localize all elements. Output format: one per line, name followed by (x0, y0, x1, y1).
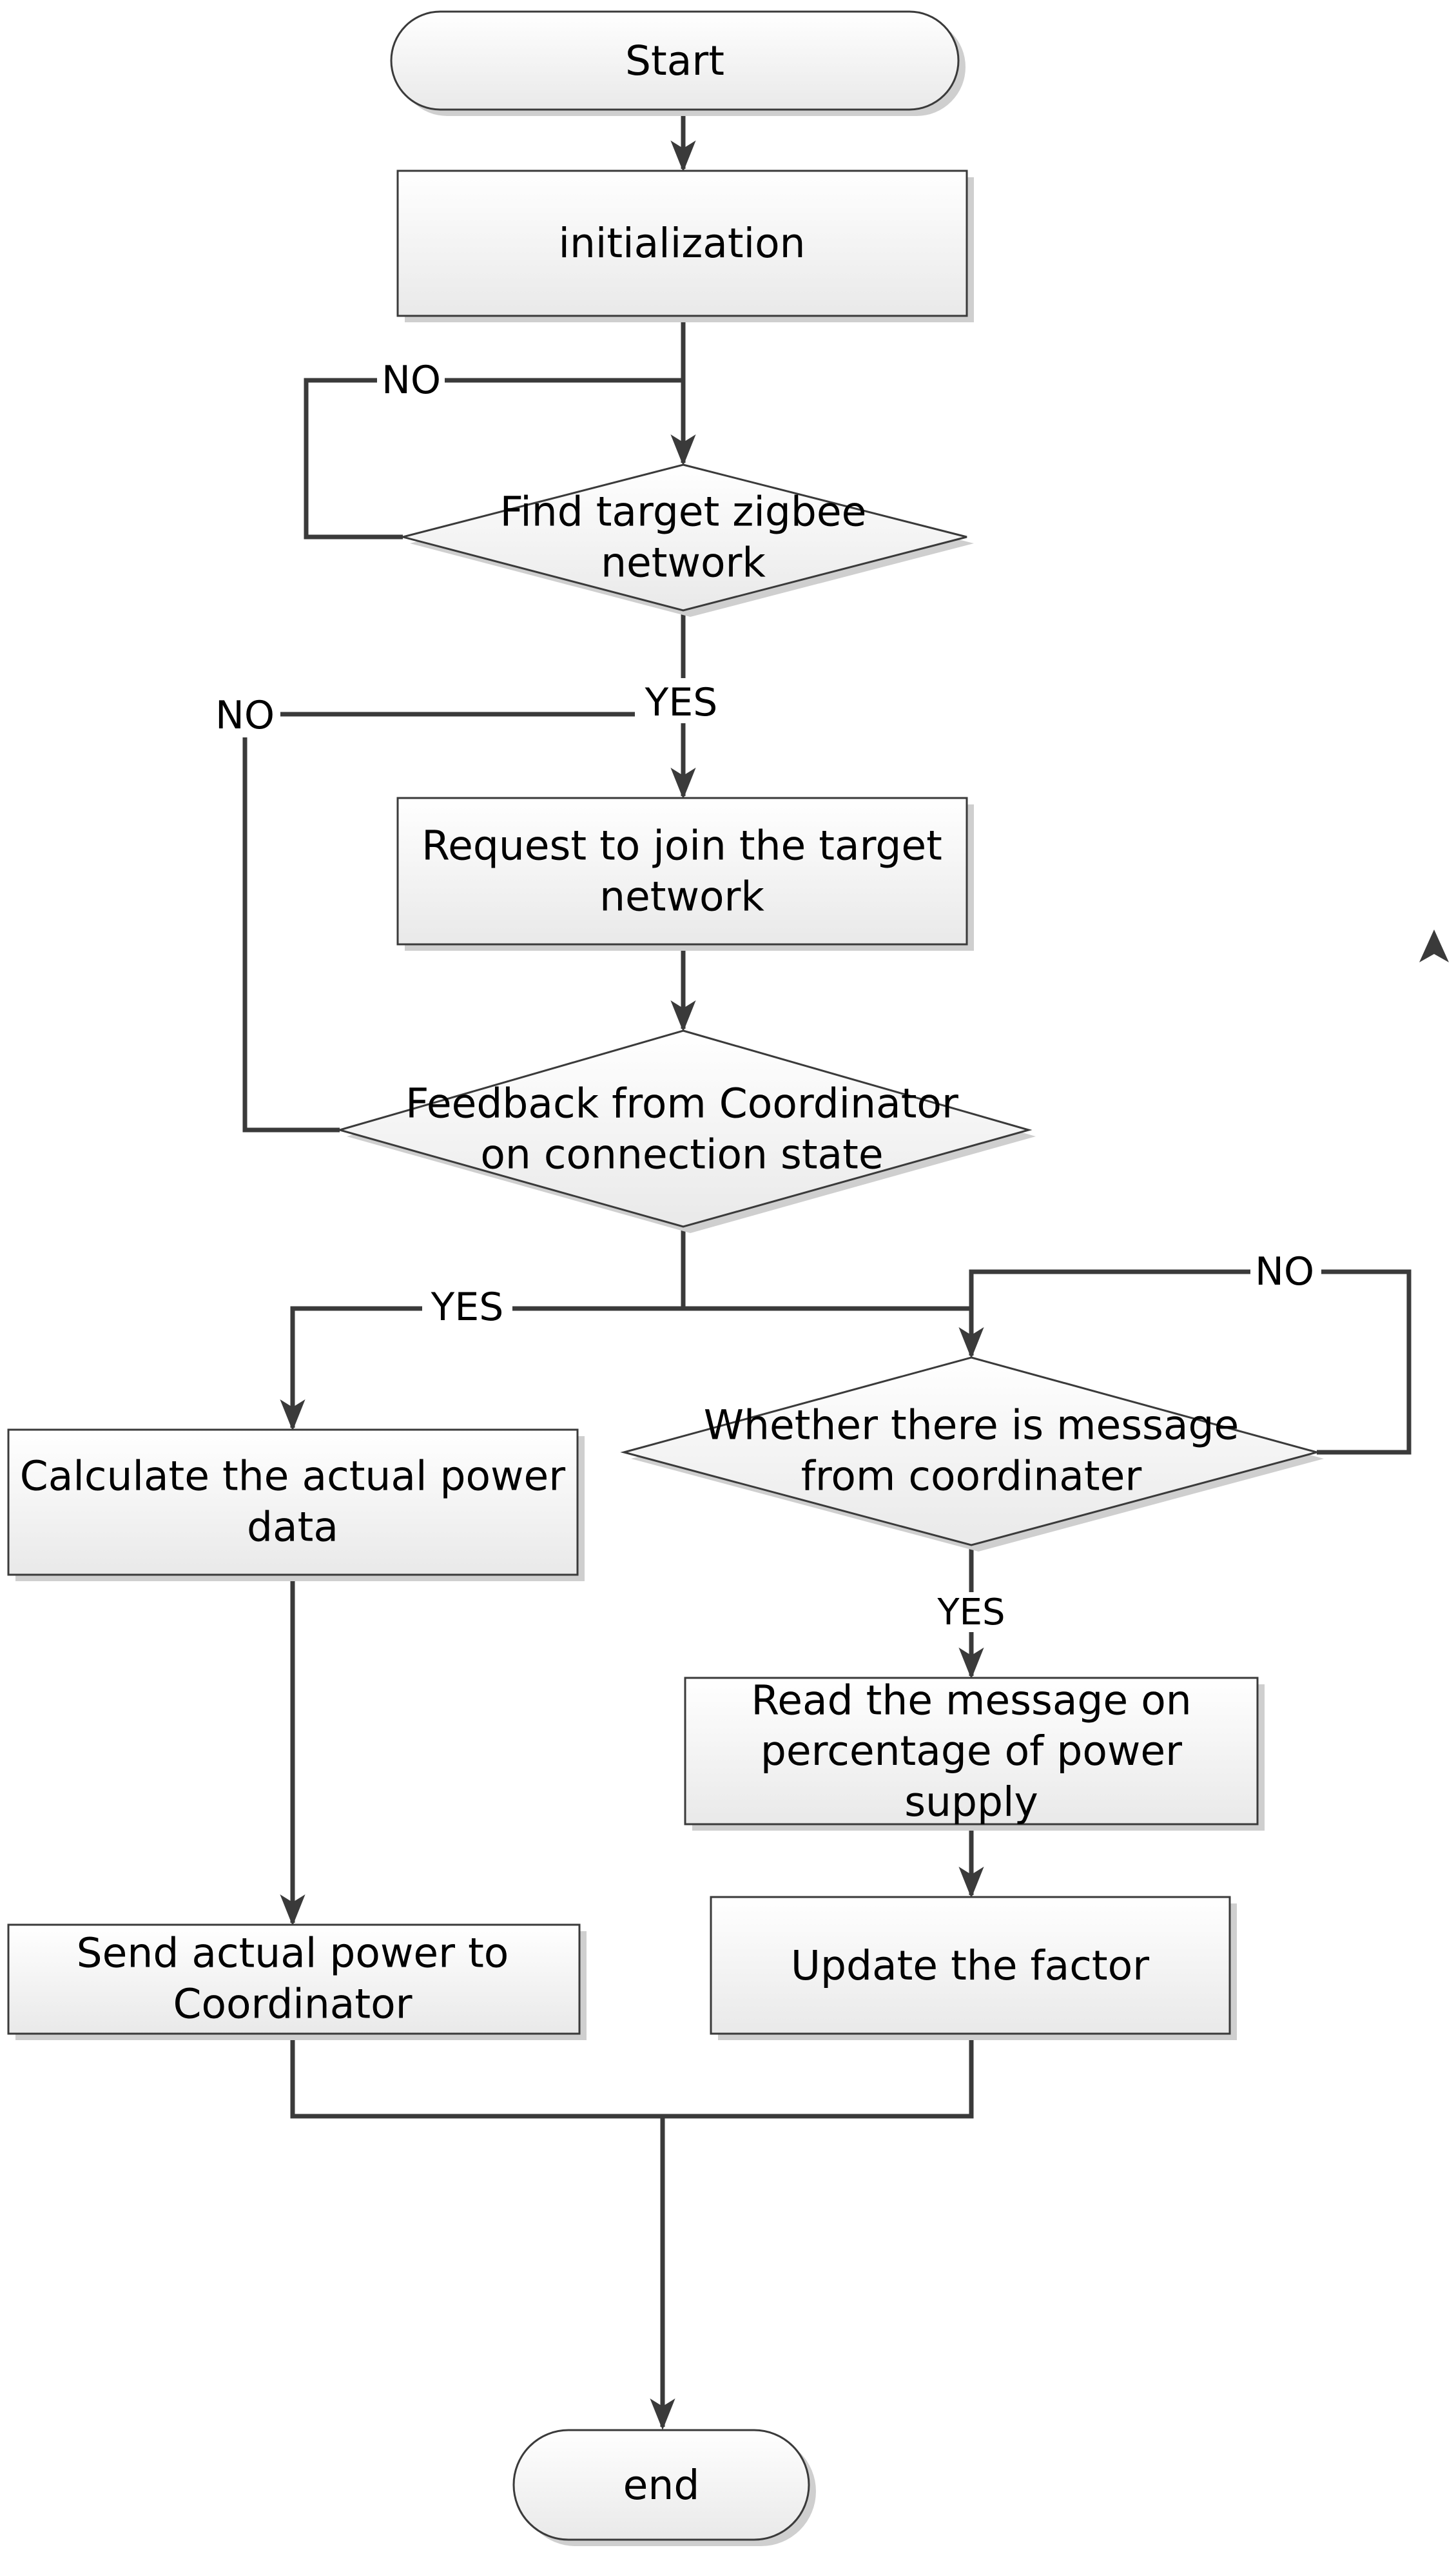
update-factor-line-1: Update the factor (791, 1942, 1149, 1989)
send-power-line-1: Send actual power to (77, 1930, 509, 1977)
read-message-line-3: supply (904, 1778, 1038, 1825)
find-yes-label: YES (645, 680, 718, 725)
stray-arrowhead-icon (1419, 929, 1449, 962)
message-no-label: NO (1255, 1249, 1314, 1294)
initialization-label: initialization (558, 220, 805, 267)
find-network-line-2: network (601, 539, 766, 586)
end-terminator: end (512, 2429, 816, 2546)
edge-feedback-yes-left (280, 1306, 683, 1431)
end-line-1: end (623, 2462, 700, 2509)
edge-send-down (290, 2034, 663, 2119)
feedback-line-1: Feedback from Coordinator (405, 1080, 958, 1127)
calculate-power-line-2: data (247, 1503, 338, 1550)
update-factor-label: Update the factor (791, 1942, 1149, 1989)
start-label: Start (625, 37, 724, 84)
initialization-line-1: initialization (558, 220, 805, 267)
start-terminator: Start (390, 10, 966, 116)
update-factor-process: Update the factor (710, 1896, 1237, 2040)
edge-message-no-loop (969, 1269, 1412, 1455)
whether-message-line-2: from coordinater (801, 1452, 1142, 1499)
feedback-no-label: NO (215, 693, 275, 738)
send-power-line-2: Coordinator (173, 1980, 412, 2027)
request-join-line-2: network (599, 873, 764, 920)
request-join-line-1: Request to join the target (422, 822, 942, 870)
feedback-yes-label: YES (431, 1285, 504, 1330)
initialization-process: initialization (396, 170, 974, 322)
end-label: end (623, 2462, 700, 2509)
edge-feedback-no-loop (242, 712, 683, 1133)
feedback-line-2: on connection state (480, 1131, 883, 1178)
calculate-power-line-1: Calculate the actual power (20, 1453, 566, 1500)
read-message-line-1: Read the message on (751, 1677, 1191, 1724)
whether-message-line-1: Whether there is message (704, 1402, 1239, 1449)
find-no-label: NO (382, 358, 441, 403)
find-network-line-1: Find target zigbee (500, 489, 867, 536)
message-yes-label: YES (937, 1591, 1005, 1633)
start-line-1: Start (625, 37, 724, 84)
edge-feedback-yes-right (683, 1306, 984, 1359)
edge-find-no-loop (304, 378, 683, 540)
edge-update-down (663, 2034, 974, 2119)
read-message-line-2: percentage of power (761, 1728, 1182, 1775)
